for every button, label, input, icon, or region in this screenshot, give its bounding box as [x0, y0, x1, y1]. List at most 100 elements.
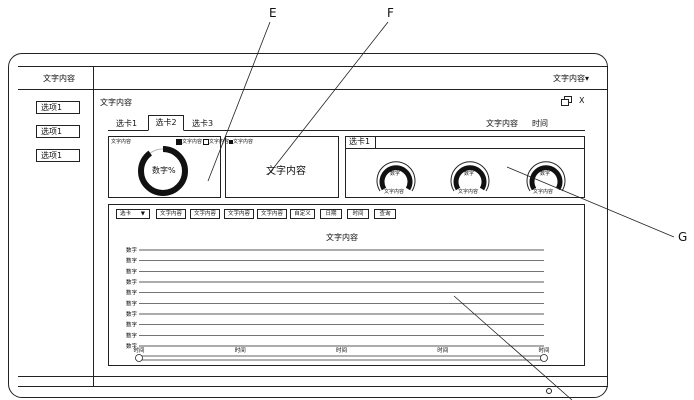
callout-label-f: F [387, 6, 394, 20]
callout-line-e [207, 21, 271, 182]
x-tick-label: 时间 [538, 346, 549, 354]
filter-button-label: 自定义 [294, 211, 311, 217]
tab-2-label: 选卡2 [155, 118, 177, 127]
filter-button-label: 文字内容 [193, 211, 216, 217]
donut-center-label: 数字% [152, 166, 176, 175]
legend-swatch-light [203, 138, 210, 145]
y-tick-label: 数字 [126, 331, 138, 339]
filter-select[interactable]: 选卡 ▼ [116, 209, 150, 219]
sidebar-item-1[interactable]: 选项1 [36, 101, 80, 114]
y-tick-label: 数字 [126, 299, 138, 307]
restore-icon[interactable] [561, 96, 572, 106]
app-title: 文字内容 [43, 74, 75, 83]
tab-right-text: 文字内容 [486, 119, 518, 128]
filter-select-label: 选卡 [120, 211, 132, 217]
gauge-3-caption: 文字内容 [533, 189, 554, 195]
device-frame [8, 53, 608, 398]
line-chart: 数字数字数字数字数字数字数字数字数字数字时间时间时间时间时间 [126, 246, 550, 362]
legend-label: 文字内容 [182, 139, 203, 145]
caret-down-icon: ▾ [585, 74, 590, 83]
filter-button-4[interactable]: 文字内容 [257, 209, 287, 219]
callout-line-g [506, 166, 675, 238]
gauge-3-value: 数字 [540, 171, 551, 177]
home-button-icon[interactable] [546, 388, 552, 394]
gauge-3 [526, 161, 566, 192]
legend-swatch-dark [176, 138, 182, 145]
callout-line-f [267, 21, 389, 176]
tab-1[interactable]: 选卡1 [116, 119, 138, 128]
user-menu-label: 文字内容 [553, 74, 585, 83]
callout-label-g: G [678, 230, 688, 244]
legend-label: 文字内容 [233, 139, 254, 145]
bottom-bar-line2 [18, 386, 608, 387]
bottom-bar [18, 376, 608, 377]
donut-card [108, 136, 221, 198]
header-divider [93, 66, 94, 90]
filter-button-3[interactable]: 文字内容 [224, 209, 254, 219]
user-menu[interactable]: 文字内容▾ [553, 73, 589, 84]
chart-title: 文字内容 [326, 233, 358, 242]
filter-button-label: 文字内容 [227, 211, 250, 217]
y-tick-label: 数字 [126, 310, 138, 318]
gauge-1 [376, 161, 416, 192]
tab-2-active[interactable]: 选卡2 [148, 115, 184, 131]
tab-3[interactable]: 选卡3 [192, 119, 214, 128]
text-card [225, 136, 339, 198]
gauge-card-tab[interactable]: 选卡1 [345, 136, 376, 149]
y-tick-label: 数字 [126, 278, 138, 286]
range-handle-right[interactable] [540, 354, 548, 362]
time-button[interactable]: 时间 [347, 209, 369, 219]
gauge-card-tab-line [376, 148, 585, 149]
legend-label: 文字内容 [209, 139, 230, 145]
date-button[interactable]: 日期 [320, 209, 342, 219]
range-handle-left[interactable] [135, 354, 143, 362]
filter-button-label: 文字内容 [159, 211, 182, 217]
custom-button[interactable]: 自定义 [290, 209, 315, 219]
text-card-legend: 文字内容 [229, 138, 253, 145]
sidebar-item-label: 选项1 [41, 103, 63, 112]
caret-down-icon: ▼ [140, 211, 145, 217]
sidebar-item-3[interactable]: 选项1 [36, 149, 80, 162]
gauge-2-value: 数字 [464, 171, 475, 177]
filter-button-label: 日期 [325, 211, 337, 217]
donut-chart [138, 146, 188, 196]
callout-line-h [453, 295, 573, 400]
x-tick-label: 时间 [437, 346, 448, 354]
filter-button-label: 查询 [379, 211, 391, 217]
tab-right-time: 时间 [532, 119, 548, 128]
sidebar-item-2[interactable]: 选项1 [36, 125, 80, 138]
filter-button-1[interactable]: 文字内容 [156, 209, 186, 219]
x-tick-label: 时间 [235, 346, 246, 354]
legend-swatch-dark [229, 139, 233, 144]
donut-card-title: 文字内容 [111, 139, 132, 145]
close-button[interactable]: X [579, 96, 585, 105]
y-tick-label: 数字 [126, 321, 138, 329]
donut-value-arc [138, 146, 188, 196]
y-tick-label: 数字 [126, 267, 138, 275]
x-tick-label: 时间 [336, 346, 347, 354]
y-tick-label: 数字 [126, 246, 138, 254]
donut-legend: 文字内容文字内容 [176, 138, 229, 145]
query-button[interactable]: 查询 [374, 209, 396, 219]
gauge-2 [450, 161, 490, 192]
y-tick-label: 数字 [126, 289, 138, 297]
filter-button-label: 时间 [352, 211, 364, 217]
chart-panel [108, 204, 585, 366]
gauge-card [345, 136, 585, 198]
y-tick-label: 数字 [126, 342, 138, 350]
text-card-main: 文字内容 [266, 166, 306, 177]
sidebar-divider [93, 90, 94, 386]
gauge-1-value: 数字 [390, 171, 401, 177]
gauge-1-caption: 文字内容 [384, 189, 405, 195]
sidebar-item-label: 选项1 [41, 127, 63, 136]
app-header [18, 66, 608, 90]
gauge-2-caption: 文字内容 [458, 189, 479, 195]
filter-button-label: 文字内容 [260, 211, 283, 217]
x-tick-label: 时间 [133, 346, 144, 354]
filter-button-2[interactable]: 文字内容 [190, 209, 220, 219]
callout-label-e: E [269, 6, 277, 20]
tab-bar-line [108, 130, 585, 131]
panel-title: 文字内容 [100, 98, 132, 107]
gauge-card-tab-label: 选卡1 [349, 137, 371, 146]
